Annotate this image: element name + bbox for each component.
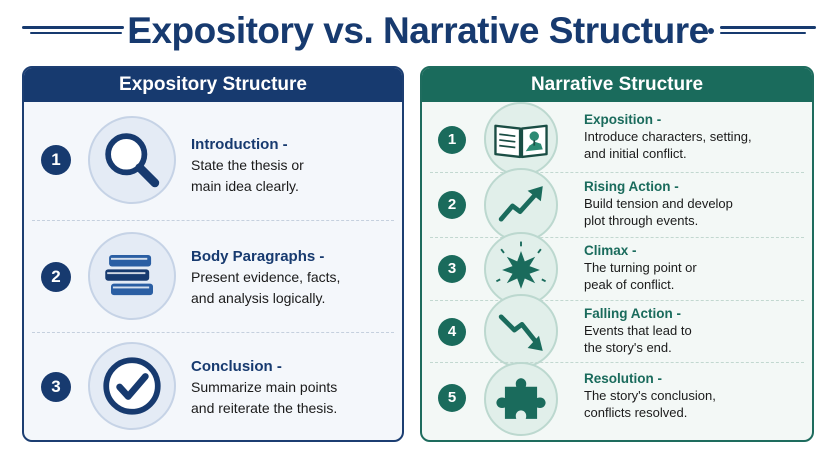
step-text: Exposition - Introduce characters, setti… <box>584 111 810 162</box>
divider <box>430 172 804 173</box>
step-number: 2 <box>41 262 71 292</box>
step-title: Falling Action - <box>584 306 681 321</box>
step-description-line: Events that lead to <box>584 323 692 338</box>
checkmark-icon <box>88 342 176 430</box>
open-book-icon <box>484 102 558 176</box>
title-decoration-left <box>22 22 142 38</box>
step-description-line: the story's end. <box>584 340 672 355</box>
narrative-heading: Narrative Structure <box>422 68 812 102</box>
narrative-step: 1 Exposition - Introduce characters, set… <box>422 102 812 176</box>
page-title: Expository vs. Narrative Structure <box>127 10 709 51</box>
step-title: Resolution - <box>584 371 662 386</box>
falling-arrow-icon <box>484 294 558 368</box>
step-title: Rising Action - <box>584 179 679 194</box>
step-number: 5 <box>438 384 466 412</box>
divider <box>32 220 394 221</box>
step-text: Conclusion - Summarize main points and r… <box>191 356 401 419</box>
step-description-line: and analysis logically. <box>191 290 326 306</box>
step-text: Introduction - State the thesis or main … <box>191 134 401 197</box>
burst-icon <box>484 232 558 306</box>
expository-step: 1 Introduction - State the thesis or mai… <box>24 102 402 220</box>
step-title: Introduction - <box>191 136 288 153</box>
step-description-line: conflicts resolved. <box>584 405 688 420</box>
divider <box>430 300 804 301</box>
step-text: Falling Action - Events that lead to the… <box>584 305 810 356</box>
step-number: 3 <box>41 372 71 402</box>
narrative-step: 2 Rising Action - Build tension and deve… <box>422 168 812 242</box>
step-title: Body Paragraphs - <box>191 248 325 265</box>
step-text: Climax - The turning point or peak of co… <box>584 242 810 293</box>
step-text: Body Paragraphs - Present evidence, fact… <box>191 246 401 309</box>
step-number: 1 <box>41 145 71 175</box>
step-title: Exposition - <box>584 112 662 127</box>
narrative-step: 4 Falling Action - Events that lead to t… <box>422 294 812 368</box>
step-number: 1 <box>438 126 466 154</box>
step-title: Conclusion - <box>191 358 282 375</box>
expository-heading: Expository Structure <box>24 68 402 102</box>
step-description-line: and initial conflict. <box>584 146 687 161</box>
step-description-line: State the thesis or <box>191 157 304 173</box>
expository-panel: Expository Structure 1 Introduction - St… <box>22 66 404 442</box>
step-description-line: Summarize main points <box>191 379 338 395</box>
step-description-line: Build tension and develop <box>584 196 733 211</box>
narrative-step: 5 Resolution - The story's conclusion, c… <box>422 362 812 440</box>
step-description-line: Present evidence, facts, <box>191 269 341 285</box>
step-number: 3 <box>438 255 466 283</box>
step-description-line: and reiterate the thesis. <box>191 400 338 416</box>
divider <box>32 332 394 333</box>
rising-arrow-icon <box>484 168 558 242</box>
step-text: Resolution - The story's conclusion, con… <box>584 370 810 421</box>
step-description-line: main idea clearly. <box>191 178 299 194</box>
narrative-step: 3 Climax - The turning point or peak of … <box>422 232 812 306</box>
books-icon <box>88 232 176 320</box>
step-description-line: The story's conclusion, <box>584 388 716 403</box>
divider <box>430 362 804 363</box>
step-title: Climax - <box>584 243 637 258</box>
title-decoration-right <box>704 22 824 38</box>
expository-step: 2 Body Paragraphs - Present evidence, fa… <box>24 222 402 332</box>
step-number: 4 <box>438 318 466 346</box>
step-description-line: The turning point or <box>584 260 697 275</box>
title-row: Expository vs. Narrative Structure <box>0 8 836 58</box>
expository-step: 3 Conclusion - Summarize main points and… <box>24 334 402 440</box>
step-number: 2 <box>438 191 466 219</box>
step-description-line: peak of conflict. <box>584 277 675 292</box>
puzzle-piece-icon <box>484 362 558 436</box>
narrative-panel: Narrative Structure 1 Exposition - Intro… <box>420 66 814 442</box>
divider <box>430 237 804 238</box>
step-description-line: Introduce characters, setting, <box>584 129 752 144</box>
magnifier-icon <box>88 116 176 204</box>
step-description-line: plot through events. <box>584 213 699 228</box>
step-text: Rising Action - Build tension and develo… <box>584 178 810 229</box>
